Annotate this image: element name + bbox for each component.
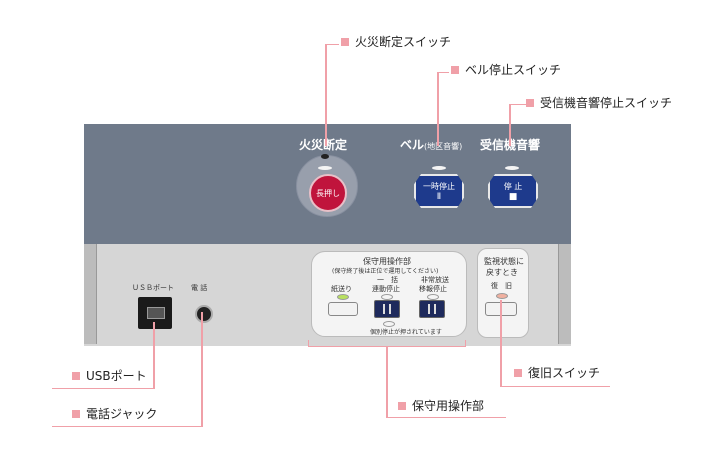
bell-label-main: ベル — [400, 138, 425, 152]
callout-line-maintenance-h — [386, 417, 506, 418]
callout-line-bell-h — [437, 72, 449, 73]
callout-usb-port: USBポート — [72, 367, 147, 384]
bell-label: ベル(地区音響) — [400, 136, 462, 153]
callout-line-usb-h — [52, 388, 155, 389]
callout-line-restore — [500, 300, 502, 386]
restore-led — [496, 293, 508, 299]
interlock-stop-led — [381, 294, 393, 300]
maintenance-title: 保守用操作部 — [363, 257, 411, 266]
callout-line-usb — [153, 322, 155, 388]
col3-label: 移報停止 — [419, 285, 447, 293]
restore-title-line1: 監視状態に — [484, 257, 524, 266]
maintenance-note: (保守終了後は正位で運用してください) — [332, 268, 439, 275]
callout-maintenance-panel: 保守用操作部 — [398, 397, 484, 414]
callout-line-receiver-h — [509, 104, 527, 105]
relay-stop-led — [427, 294, 439, 300]
callout-line-fire-cut-h — [325, 44, 339, 45]
callout-bracket-right — [465, 340, 466, 347]
receiver-sound-stop-button-label: 停 止 — [503, 181, 523, 191]
phone-label: 電 話 — [191, 284, 208, 292]
phone-jack[interactable] — [195, 305, 213, 323]
callout-line-fire-cut — [325, 44, 327, 146]
relay-stop-button[interactable] — [419, 300, 445, 318]
callout-line-phone-h — [52, 426, 203, 427]
callout-fire-cut-switch: 火災断定スイッチ — [341, 33, 451, 50]
receiver-sound-stop-button[interactable]: 停 止 ■ — [488, 174, 538, 208]
fire-cut-led — [321, 154, 329, 159]
usb-socket-icon — [147, 307, 165, 319]
bell-indicator — [432, 166, 446, 170]
bell-label-sub: (地区音響) — [424, 142, 463, 151]
individual-stop-led — [383, 321, 395, 327]
bell-stop-button-label: 一時停止 — [423, 181, 455, 191]
right-bracket — [558, 244, 571, 344]
fire-cut-label: 火災断定 — [299, 138, 348, 152]
callout-line-receiver — [509, 104, 511, 146]
usb-port[interactable] — [138, 297, 172, 329]
paper-feed-button[interactable] — [328, 302, 358, 316]
restore-button-label: 復 旧 — [491, 282, 512, 290]
callout-line-restore-h — [500, 386, 610, 387]
fire-cut-indicator — [318, 166, 332, 170]
bell-stop-button[interactable]: 一時停止 Ⅱ — [414, 174, 464, 208]
maintenance-footer: 個別停止が押されています — [370, 329, 442, 336]
paper-feed-led — [337, 294, 349, 300]
callout-line-phone — [201, 312, 203, 426]
pink-square-icon — [451, 65, 459, 74]
col2-label-top: 一 括 — [377, 276, 398, 284]
pink-square-icon — [514, 368, 522, 377]
left-bracket — [84, 244, 97, 344]
callout-restore-switch: 復旧スイッチ — [514, 364, 600, 381]
interlock-stop-button[interactable] — [374, 300, 400, 318]
pink-square-icon — [72, 371, 80, 380]
callout-bracket-left — [308, 340, 309, 347]
callout-phone-jack: 電話ジャック — [72, 405, 157, 422]
fire-cut-button[interactable]: 長押し — [309, 174, 347, 212]
pink-square-icon — [526, 98, 534, 107]
pink-square-icon — [341, 37, 349, 46]
receiver-sound-indicator — [505, 166, 519, 170]
callout-line-bell — [437, 72, 439, 146]
col3-label-top: 非常放送 — [421, 276, 449, 284]
callout-receiver-sound-stop-switch: 受信機音響停止スイッチ — [526, 94, 672, 111]
stop-icon: ■ — [508, 191, 518, 202]
col1-label: 紙送り — [331, 285, 352, 293]
col2-label: 連動停止 — [372, 285, 400, 293]
callout-bell-stop-switch: ベル停止スイッチ — [451, 61, 561, 78]
usb-label: ＵＳＢポート — [132, 284, 174, 292]
callout-line-maintenance — [386, 346, 388, 417]
pink-square-icon — [72, 409, 80, 418]
restore-title-line2: 戻すとき — [486, 268, 518, 277]
pause-icon: Ⅱ — [436, 191, 442, 202]
pink-square-icon — [398, 401, 406, 410]
